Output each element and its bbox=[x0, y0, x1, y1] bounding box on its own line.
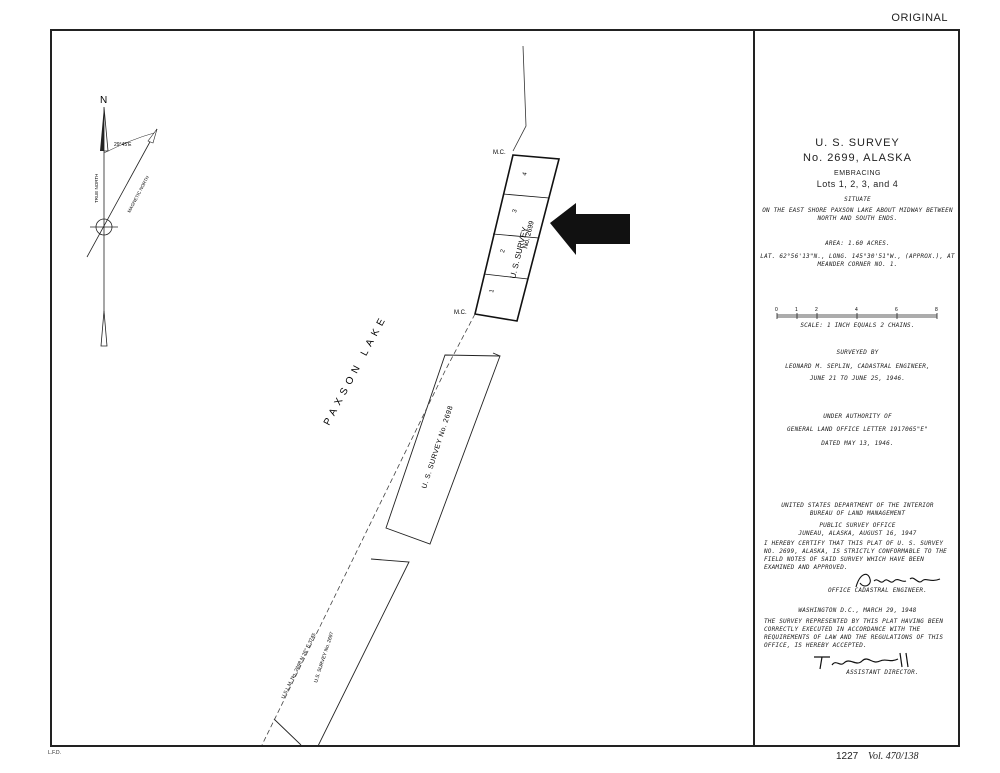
washington-date: WASHINGTON D.C., MARCH 29, 1948 bbox=[798, 607, 917, 614]
original-stamp: ORIGINAL bbox=[891, 12, 948, 24]
survey-title: U. S. SURVEY bbox=[815, 137, 900, 149]
pointer-arrow bbox=[550, 203, 630, 255]
situate-label: SITUATE bbox=[844, 196, 871, 203]
acceptance-text: THE SURVEY REPRESENTED BY THIS PLAT HAVI… bbox=[764, 618, 944, 649]
stream-line bbox=[512, 45, 527, 152]
area-text: AREA: 1.60 ACRES. bbox=[825, 240, 890, 247]
surveyor-name: LEONARD M. SEPLIN, CADASTRAL ENGINEER, bbox=[785, 363, 930, 370]
scale-tick-6: 6 bbox=[895, 307, 898, 313]
scale-tick-2: 2 bbox=[815, 307, 818, 313]
director-title: ASSISTANT DIRECTOR. bbox=[846, 669, 919, 676]
office-date: JUNEAU, ALASKA, AUGUST 16, 1947 bbox=[798, 530, 917, 537]
certification-text: I HEREBY CERTIFY THAT THIS PLAT OF U. S.… bbox=[764, 540, 947, 571]
plat-number: 1227 bbox=[836, 751, 859, 762]
office-name: PUBLIC SURVEY OFFICE bbox=[819, 522, 896, 529]
lot-3-label: 3 bbox=[512, 208, 519, 213]
lot-1-label: 1 bbox=[489, 288, 496, 293]
survey-dates: JUNE 21 TO JUNE 25, 1946. bbox=[809, 375, 906, 382]
scale-tick-8: 8 bbox=[935, 307, 938, 313]
survey-map: N 29°45'E TRUE NORTH MAGNETIC NORTH PAXS… bbox=[86, 45, 630, 745]
north-label: N bbox=[100, 95, 107, 106]
survey-2697-label: U.S. SURVEY No. 2697 bbox=[313, 631, 335, 684]
survey-2697-parcel: U.S. SURVEY No. 2697 bbox=[273, 558, 410, 745]
survey-2698-label: U. S. SURVEY No. 2698 bbox=[421, 405, 455, 490]
scale-tick-4: 4 bbox=[855, 307, 858, 313]
embracing-label: EMBRACING bbox=[834, 170, 881, 177]
meander-line-label: U.S.L.M. No. 2698 N 26° E 3745 bbox=[280, 632, 317, 700]
bureau-name: BUREAU OF LAND MANAGEMENT bbox=[809, 510, 906, 517]
scale-bar: 0 1 2 4 6 8 bbox=[775, 307, 938, 319]
scale-tick-1: 1 bbox=[795, 307, 798, 313]
magnetic-north-label: MAGNETIC NORTH bbox=[126, 175, 150, 213]
scale-text: SCALE: 1 INCH EQUALS 2 CHAINS. bbox=[800, 322, 915, 329]
authority-letter: GENERAL LAND OFFICE LETTER 1917065"E" bbox=[786, 426, 929, 433]
surveyed-by-label: SURVEYED BY bbox=[836, 349, 879, 356]
engineer-signature bbox=[855, 573, 941, 588]
scale-tick-0: 0 bbox=[775, 307, 778, 313]
volume-reference: Vol. 470/138 bbox=[868, 751, 919, 762]
survey-number-title: No. 2699, ALASKA bbox=[803, 152, 912, 164]
true-north-label: TRUE NORTH bbox=[94, 174, 99, 203]
lake-label: PAXSON LAKE bbox=[322, 312, 390, 427]
authority-label: UNDER AUTHORITY OF bbox=[823, 413, 892, 420]
situate-description: ON THE EAST SHORE PAXSON LAKE ABOUT MIDW… bbox=[762, 207, 953, 222]
lot-4-label: 4 bbox=[522, 171, 529, 176]
corner-initials: L.F.D. bbox=[48, 750, 62, 756]
survey-2698-parcel: U. S. SURVEY No. 2698 bbox=[385, 352, 501, 545]
director-signature bbox=[814, 652, 909, 670]
declination-label: 29°45'E bbox=[114, 142, 132, 148]
lot-2-label: 2 bbox=[500, 248, 507, 253]
title-block: U. S. SURVEY No. 2699, ALASKA EMBRACING … bbox=[760, 29, 955, 745]
plat-frame bbox=[50, 29, 960, 747]
survey-2699-parcel: U. S. SURVEY No. 2699 1 2 3 4 M.C. M.C. bbox=[454, 150, 561, 322]
authority-date: DATED MAY 13, 1946. bbox=[821, 440, 894, 447]
lots-list: Lots 1, 2, 3, and 4 bbox=[816, 179, 899, 189]
panel-divider bbox=[753, 29, 755, 747]
engineer-title: OFFICE CADASTRAL ENGINEER. bbox=[827, 587, 928, 594]
meander-corner-top: M.C. bbox=[493, 150, 506, 156]
meander-corner-bottom: M.C. bbox=[454, 310, 467, 316]
meander-line bbox=[261, 313, 476, 745]
latlong-text: LAT. 62°56'13"N., LONG. 145°30'51"W., (A… bbox=[760, 253, 955, 268]
department-name: UNITED STATES DEPARTMENT OF THE INTERIOR bbox=[781, 502, 934, 509]
north-arrow: N 29°45'E TRUE NORTH MAGNETIC NORTH bbox=[86, 95, 158, 347]
